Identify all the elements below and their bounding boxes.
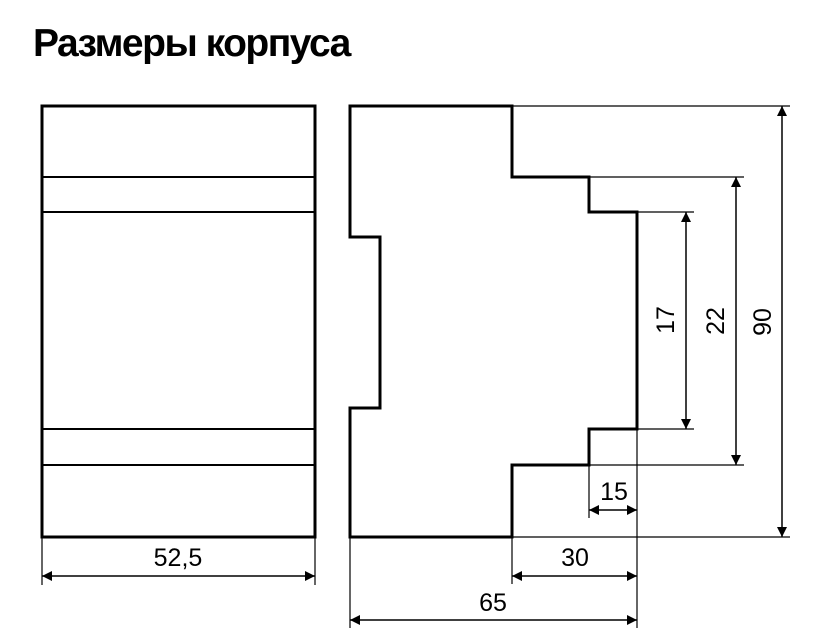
front-view [40,104,317,539]
diagram-title: Размеры корпуса [33,22,351,65]
dimension-lines [42,106,787,625]
dim-label-depth-front: 30 [561,544,589,572]
dim-label-height-front: 17 [652,306,680,334]
extension-lines [41,105,790,628]
dim-label-height-total: 90 [749,308,777,336]
dim-label-height-mid: 22 [702,307,730,335]
dim-label-depth-total: 65 [479,589,507,617]
dim-label-step: 15 [600,478,628,506]
side-view [348,104,639,539]
dim-label-width: 52,5 [154,544,203,572]
